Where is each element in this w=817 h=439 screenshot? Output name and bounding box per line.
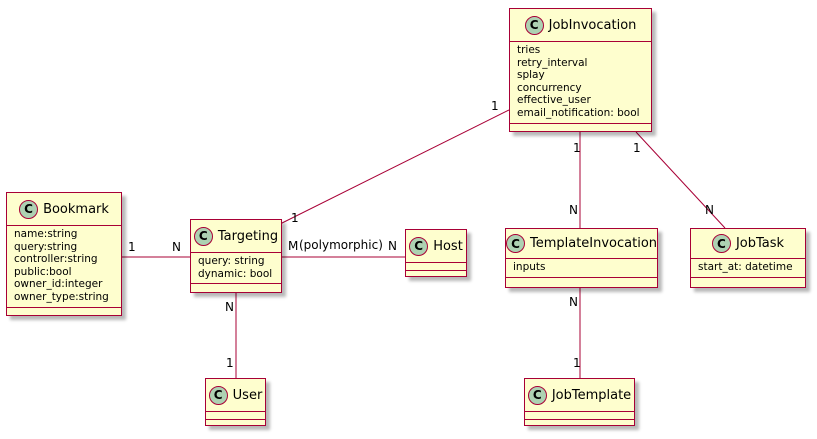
class-attribute: name:string [14,228,78,240]
class-attribute: splay [517,69,545,82]
class-attributes: inputs [506,259,657,278]
class-header: C JobTask [691,229,805,259]
class-attributes: start_at: datetime [691,259,805,278]
multiplicity-label: 1 [573,356,581,370]
class-jobinvocation: C JobInvocation tries retry_interval spl… [509,8,652,132]
class-attribute: retry_interval [517,56,588,69]
class-methods [406,271,466,276]
class-icon: C [711,234,731,253]
class-attribute: concurrency [517,81,582,94]
class-icon: C [524,15,544,35]
class-attribute: start_at: datetime [698,261,793,273]
class-attribute: query:string [14,240,78,253]
relation-line-jobinvocation-jobtask [635,131,726,229]
class-header: C Host [406,230,466,263]
class-attributes [525,412,634,420]
class-methods [7,308,121,316]
class-name: User [232,387,263,403]
class-header: C TemplateInvocation [505,229,658,259]
multiplicity-label: N [569,295,578,309]
class-name: JobInvocation [548,17,637,33]
relation-line-jobinvocation-targeting [265,109,510,232]
class-attribute: controller:string [14,253,98,266]
class-header: C User [206,379,265,412]
multiplicity-label: N [388,239,397,253]
class-name: JobTemplate [551,387,632,403]
class-header: C JobInvocation [510,9,651,42]
class-methods [506,278,657,286]
multiplicity-label: N [172,240,181,254]
class-attribute: dynamic: bool [198,267,273,280]
class-methods [691,278,805,286]
class-attribute: owner_type:string [14,290,109,303]
class-header: C Bookmark [7,193,121,226]
class-attribute: query: string [198,255,265,267]
class-bookmark: C Bookmark name:string query:string cont… [6,192,122,316]
class-attributes: name:string query:string controller:stri… [7,226,121,308]
class-templateinvocation: C TemplateInvocation inputs [505,228,658,288]
class-attribute: tries [517,44,541,56]
multiplicity-label: 1 [573,141,581,155]
class-icon: C [19,199,39,219]
class-icon: C [505,234,525,253]
class-name: Bookmark [43,201,109,217]
multiplicity-label: M [288,239,299,253]
class-methods [206,420,265,425]
class-attribute: owner_id:integer [14,278,103,291]
class-name: Targeting [217,228,279,244]
class-icon: C [409,236,429,256]
class-targeting: C Targeting query: string dynamic: bool [190,219,282,293]
class-host: C Host [405,229,467,277]
class-attribute: inputs [513,261,546,273]
class-attributes: query: string dynamic: bool [191,253,281,285]
class-methods [191,284,281,292]
class-attributes [406,263,466,271]
class-attributes: tries retry_interval splay concurrency e… [510,42,651,124]
class-name: TemplateInvocation [529,236,658,251]
class-methods [525,420,634,425]
class-attribute: public:bool [14,265,72,278]
class-name: Host [433,238,463,254]
multiplicity-label: N [225,300,234,314]
class-jobtask: C JobTask start_at: datetime [690,228,806,288]
class-icon: C [527,385,547,405]
class-attributes [206,412,265,420]
class-methods [510,124,651,132]
multiplicity-label: 1 [226,356,234,370]
multiplicity-label: N [705,203,714,217]
class-jobtemplate: C JobTemplate [524,378,635,426]
multiplicity-label: 1 [291,211,299,225]
class-icon: C [208,385,228,405]
class-icon: C [193,226,213,246]
multiplicity-label: 1 [633,141,641,155]
relation-label: (polymorphic) [299,238,383,252]
class-header: C JobTemplate [525,379,634,412]
class-attribute: effective_user [517,94,591,107]
multiplicity-label: 1 [128,240,136,254]
class-header: C Targeting [191,220,281,253]
multiplicity-label: 1 [491,99,499,113]
class-user: C User [205,378,266,426]
class-name: JobTask [735,236,785,251]
class-attribute: email_notification: bool [517,106,640,119]
multiplicity-label: N [569,203,578,217]
